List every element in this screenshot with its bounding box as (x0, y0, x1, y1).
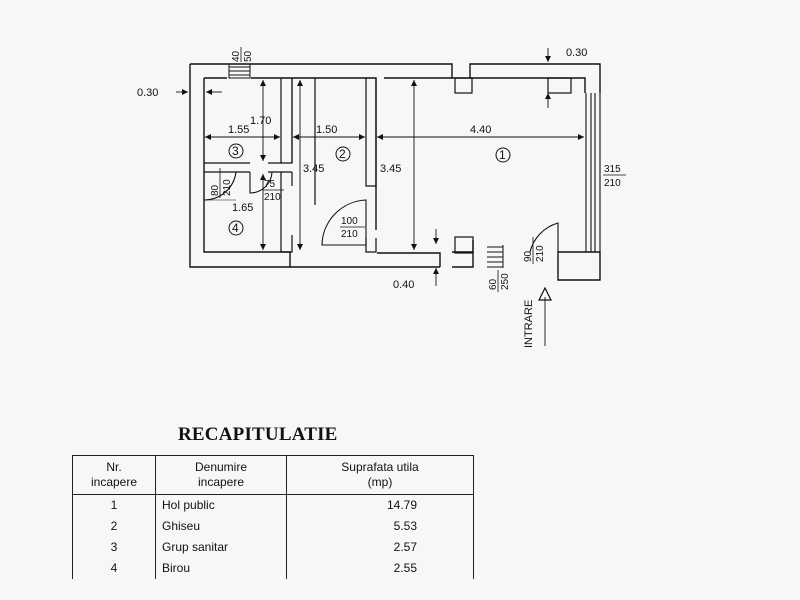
svg-text:40: 40 (231, 50, 242, 62)
header-nr: Nr. incapere (72, 455, 156, 495)
room-number-1: 1 (499, 148, 506, 162)
svg-text:1.65: 1.65 (232, 202, 253, 214)
door-office (249, 171, 273, 194)
svg-text:0.30: 0.30 (566, 47, 587, 59)
svg-text:3.45: 3.45 (303, 163, 324, 175)
cell-nr: 4 (72, 558, 156, 579)
svg-text:315: 315 (604, 164, 621, 175)
header-area: Suprafata utila (mp) (286, 455, 474, 495)
cell-area: 5.53 (286, 516, 474, 537)
cell-area: 2.55 (286, 558, 474, 579)
entry-steps (487, 245, 504, 268)
svg-text:60: 60 (488, 278, 499, 290)
table-row: 2 Ghiseu 5.53 (72, 516, 474, 537)
cell-area: 2.57 (286, 537, 474, 558)
cell-name: Ghiseu (155, 516, 287, 537)
entry-label: INTRARE (523, 300, 535, 348)
svg-text:210: 210 (341, 229, 358, 240)
svg-text:210: 210 (604, 178, 621, 189)
top-window (228, 63, 251, 79)
svg-text:75: 75 (264, 179, 276, 190)
svg-text:210: 210 (264, 192, 281, 203)
room-markers (228, 143, 511, 236)
svg-text:1.70: 1.70 (250, 115, 271, 127)
table-row: 3 Grup sanitar 2.57 (72, 537, 474, 558)
table-header-row: Nr. incapere Denumire incapere Suprafata… (72, 455, 474, 495)
cell-nr: 2 (72, 516, 156, 537)
glazed-wall (585, 93, 601, 252)
svg-text:100: 100 (341, 216, 358, 227)
partitions (204, 78, 377, 253)
floor-plan: 0.30 0.30 0.40 1.55 1.50 4.40 1.70 1.65 … (137, 47, 626, 348)
table-row: 1 Hol public 14.79 (72, 494, 474, 516)
cell-name: Birou (155, 558, 287, 579)
svg-text:1.50: 1.50 (316, 124, 337, 136)
svg-text:90: 90 (523, 250, 534, 262)
door-swings (203, 171, 559, 253)
svg-text:1.55: 1.55 (228, 124, 249, 136)
dimension-labels: 0.30 0.30 0.40 1.55 1.50 4.40 1.70 1.65 … (137, 47, 587, 291)
room-number-4: 4 (232, 221, 239, 235)
door-desk (321, 199, 367, 246)
cell-nr: 1 (72, 494, 156, 516)
recap-table: Nr. incapere Denumire incapere Suprafata… (72, 455, 474, 579)
svg-text:0.40: 0.40 (393, 279, 414, 291)
svg-text:80: 80 (210, 184, 221, 196)
svg-text:210: 210 (535, 245, 546, 262)
cell-name: Grup sanitar (155, 537, 287, 558)
door-wc (203, 171, 237, 201)
svg-text:210: 210 (222, 179, 233, 196)
room-number-2: 2 (339, 147, 346, 161)
opening-labels: 40 50 80 210 75 210 100 210 315 210 90 2… (210, 47, 626, 292)
svg-text:0.30: 0.30 (137, 87, 158, 99)
header-name: Denumire incapere (155, 455, 287, 495)
cell-name: Hol public (155, 494, 287, 516)
table-row: 4 Birou 2.55 (72, 558, 474, 579)
cell-area: 14.79 (286, 494, 474, 516)
wall-details (454, 77, 572, 254)
svg-text:4.40: 4.40 (470, 124, 491, 136)
dimension-arrows (182, 56, 584, 274)
svg-text:250: 250 (500, 273, 511, 290)
cell-nr: 3 (72, 537, 156, 558)
recap-title: RECAPITULATIE (178, 424, 338, 445)
svg-text:50: 50 (243, 50, 254, 62)
entry-arrow (538, 286, 552, 301)
room-number-3: 3 (232, 144, 239, 158)
svg-text:3.45: 3.45 (380, 163, 401, 175)
door-entry (529, 222, 559, 253)
